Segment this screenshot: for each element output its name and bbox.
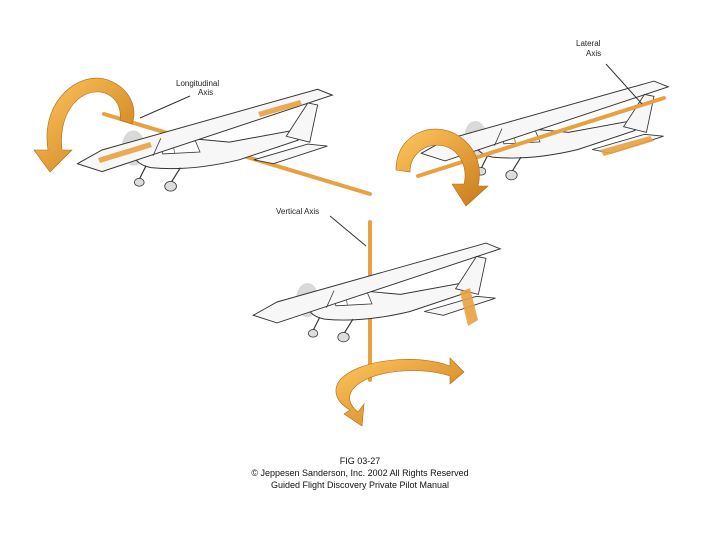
longitudinal-label-line1: Longitudinal — [176, 79, 219, 88]
longitudinal-label-line2: Axis — [198, 88, 213, 97]
vertical-leader — [329, 215, 367, 247]
roll-arrow — [33, 77, 135, 173]
figure-caption: FIG 03-27 © Jeppesen Sanderson, Inc. 200… — [0, 455, 720, 491]
lateral-label-line1: Lateral — [576, 39, 601, 48]
caption-book-title: Guided Flight Discovery Private Pilot Ma… — [270, 480, 450, 490]
yaw-plane-group — [252, 220, 501, 427]
caption-fig-number: FIG 03-27 — [339, 456, 381, 466]
roll-plane-group — [33, 77, 372, 196]
lateral-leader — [605, 63, 643, 105]
caption-copyright: © Jeppesen Sanderson, Inc. 2002 All Righ… — [251, 468, 469, 478]
longitudinal-leader — [139, 95, 191, 119]
pitch-plane-group — [395, 80, 669, 207]
lateral-label-line2: Axis — [586, 49, 601, 58]
pitch-arrow — [395, 128, 489, 207]
yaw-arrow — [335, 357, 465, 427]
vertical-label: Vertical Axis — [276, 207, 319, 216]
lateral-axis-rod — [416, 96, 666, 178]
